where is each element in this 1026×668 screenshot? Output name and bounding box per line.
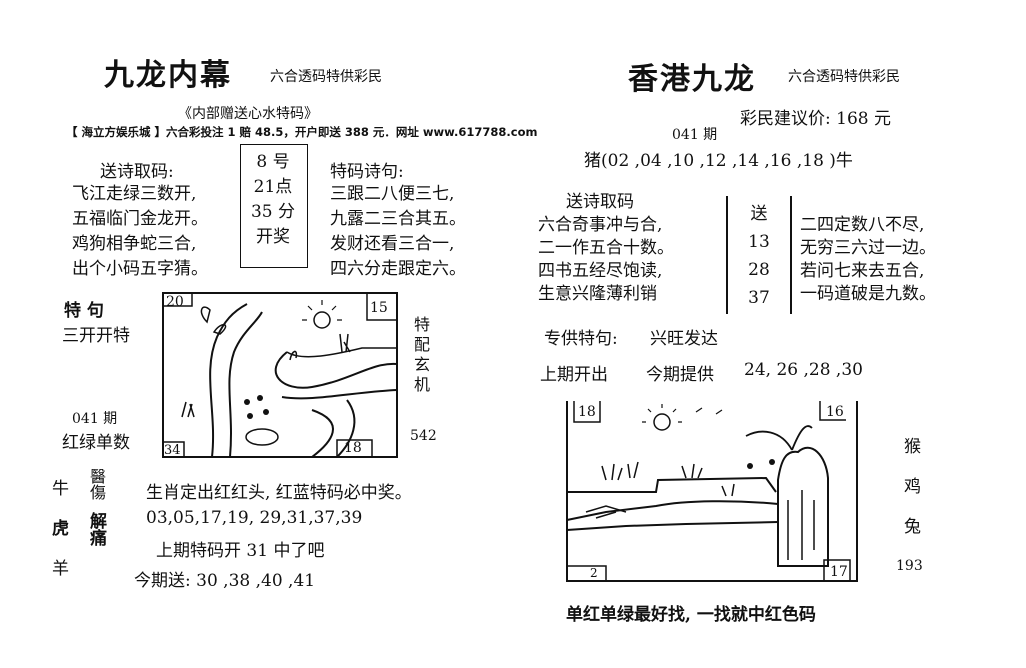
right-special-label: 专供特句: [544,329,618,349]
rock-icon [245,428,279,446]
right-pic-num-bl: 2 [590,566,598,580]
tree-trunk-icon [209,303,248,458]
grass-icon [681,463,703,479]
right-current-label: 今期提供 [646,365,714,385]
left-subtitle: 六合透码特供彩民 [270,69,382,85]
left-side-vertical: 特配玄机 [411,316,430,396]
leaf-icon [200,306,211,324]
left-poem2-heading: 特码诗句: [330,162,404,182]
sun-icon [313,311,331,329]
poem-line: 五福临门金龙开。 [72,209,208,229]
right-pic-num-tr: 16 [826,404,844,420]
picture-frame [162,292,398,458]
left-poem2: 三跟二八便三七, 九露二三合其五。 发财还看三合一, 四六分走跟定六。 [330,182,466,282]
river-icon [274,351,398,389]
left-pic-num-bl: 34 [164,443,181,458]
draw-time-text: 8 号 21点 35 分 开奖 [240,150,306,250]
box-number: 37 [748,288,770,308]
draw-minute: 35 分 [250,202,296,222]
river-icon [566,500,779,521]
right-side-zodiac: 猴 [904,437,921,457]
right-hint-picture [566,401,858,582]
right-title: 香港九龙 [628,62,756,97]
right-box-right-line [790,196,792,314]
left-line2: 03,05,17,19, 29,31,37,39 [146,508,363,528]
leaf-icon [212,323,227,335]
left-line1: 生肖定出红红头, 红蓝特码必中奖。 [146,483,412,503]
sun-icon [653,413,671,431]
right-price: 彩民建议价: 168 元 [740,109,891,129]
right-poem1: 六合奇事冲与合, 二一作五合十数。 四书五经尽饱读, 生意兴隆薄利销 [538,214,674,306]
left-pic-num-tl: 20 [166,294,184,310]
left-title: 九龙内幕 [104,58,232,93]
poem-line: 飞江走绿三数开, [72,184,197,204]
left-side-number: 542 [410,428,437,444]
riverbank-icon [567,476,777,493]
right-box-left-line [726,196,728,314]
right-poem2: 二四定数八不尽, 无穷三六过一边。 若问七来去五合, 一码道破是九数。 [800,214,936,306]
bird-icon [695,407,723,415]
left-period: 041 期 [72,411,118,427]
branch-icon [745,430,793,451]
poem-line: 若问七来去五合, [800,261,925,281]
right-last-label: 上期开出 [540,365,608,385]
left-poem1: 飞江走绿三数开, 五福临门金龙开。 鸡狗相争蛇三合, 出个小码五字猜。 [72,182,208,282]
poem-line: 四书五经尽饱读, [538,261,663,281]
vertical-text-1: 醫傷 [87,468,106,500]
poem-line: 三跟二八便三七, [330,184,455,204]
poem-line: 无穷三六过一边。 [800,238,936,258]
poem-line: 二四定数八不尽, [800,215,925,235]
poem-line: 生意兴隆薄利销 [538,284,657,304]
ad-banner: 【 海立方娱乐城 】六合彩投注 1 赔 48.5，开户即送 388 元．网址 w… [66,125,538,139]
right-subtitle: 六合透码特供彩民 [788,69,900,85]
draw-hour: 21点 [253,177,293,197]
right-side-zodiac: 兔 [904,517,921,537]
left-red-green: 红绿单数 [62,433,130,453]
poem-line: 出个小码五字猜。 [72,259,208,279]
zodiac-yang: 羊 [52,559,69,579]
box-label: 送 [750,204,768,224]
grass-icon [339,333,351,353]
draw-time-box [240,144,308,268]
draw-label: 开奖 [256,227,290,247]
right-period: 041 期 [672,127,718,143]
right-special-value: 兴旺发达 [650,329,718,349]
right-pic-num-tl: 18 [578,404,596,420]
left-line3: 上期特码开 31 中了吧 [156,541,325,561]
right-side-number: 193 [896,558,923,574]
right-current-values: 24, 26 ,28 ,30 [744,360,863,380]
right-pic-num-br: 17 [830,564,848,580]
cliff-icon [777,446,829,567]
right-zodiac-line: 猪(02 ,04 ,10 ,12 ,14 ,16 ,18 )牛 [584,151,853,171]
right-footer: 单红单绿最好找, 一找就中红色码 [566,605,816,625]
grass-icon [181,401,195,418]
poem-line: 二一作五合十数。 [538,238,674,258]
left-pic-num-tr: 15 [370,300,388,316]
poem-line: 一码道破是九数。 [800,284,936,304]
left-special-heading: 特 句 [64,301,104,321]
poem-line: 鸡狗相争蛇三合, [72,234,197,254]
poem-line: 四六分走跟定六。 [330,259,466,279]
grass-icon [627,461,639,479]
left-line4: 今期送: 30 ,38 ,40 ,41 [134,571,316,591]
poem-line: 六合奇事冲与合, [538,215,663,235]
box-number: 13 [748,232,770,252]
left-special-text: 三开开特 [62,326,130,346]
left-hint-picture [162,292,398,458]
left-pic-num-br: 18 [344,440,362,456]
right-side-zodiac: 鸡 [904,477,921,497]
grass-icon [601,463,623,481]
poem-line: 发财还看三合一, [330,234,455,254]
vertical-text-2: 解痛 [86,512,106,546]
right-poem-heading: 送诗取码 [566,192,634,212]
zodiac-hu: 虎 [52,519,69,539]
draw-date: 8 号 [256,152,290,172]
right-number-box: 送 13 28 37 [728,200,790,312]
poem-line: 九露二三合其五。 [330,209,466,229]
left-notice: 《内部赠送心水特码》 [178,106,318,122]
zodiac-niu: 牛 [52,479,69,499]
left-poem1-heading: 送诗取码: [100,162,174,182]
box-number: 28 [748,260,770,280]
